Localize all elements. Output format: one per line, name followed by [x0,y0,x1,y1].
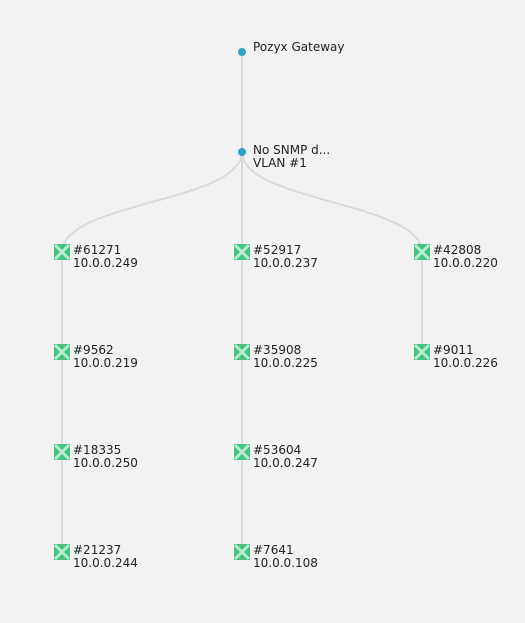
node-device-61271-subtitle: 10.0.0.249 [73,256,138,270]
node-device-9562-subtitle: 10.0.0.219 [73,356,138,370]
node-device-18335-title: #18335 [73,443,122,457]
node-device-52917-subtitle: 10.0.0.237 [253,256,318,270]
node-device-7641-title: #7641 [253,543,294,557]
gateway-node-icon[interactable] [238,48,246,56]
node-device-61271-title: #61271 [73,243,122,257]
node-device-42808-subtitle: 10.0.0.220 [433,256,498,270]
device-x-icon[interactable] [233,443,251,461]
device-x-icon[interactable] [413,343,431,361]
node-device-9562-title: #9562 [73,343,114,357]
node-device-9011-title: #9011 [433,343,474,357]
node-device-53604-subtitle: 10.0.0.247 [253,456,318,470]
node-device-7641-subtitle: 10.0.0.108 [253,556,318,570]
device-x-icon[interactable] [233,343,251,361]
node-device-35908-subtitle: 10.0.0.225 [253,356,318,370]
node-device-42808-title: #42808 [433,243,482,257]
node-device-52917-title: #52917 [253,243,302,257]
link-switch-col-2 [241,151,423,253]
device-x-icon[interactable] [233,543,251,561]
node-device-21237-subtitle: 10.0.0.244 [73,556,138,570]
node-switch-title: No SNMP d... [253,143,331,157]
node-device-21237-title: #21237 [73,543,122,557]
device-x-icon[interactable] [53,343,71,361]
node-device-35908-title: #35908 [253,343,302,357]
device-x-icon[interactable] [233,243,251,261]
node-switch-subtitle: VLAN #1 [253,156,307,170]
node-gateway[interactable]: Pozyx Gateway [253,41,344,54]
device-x-icon[interactable] [53,243,71,261]
switch-node-icon[interactable] [238,148,246,156]
node-device-18335-subtitle: 10.0.0.250 [73,456,138,470]
device-x-icon[interactable] [413,243,431,261]
node-device-9011-subtitle: 10.0.0.226 [433,356,498,370]
device-x-icon[interactable] [53,543,71,561]
device-x-icon[interactable] [53,443,71,461]
node-device-53604-title: #53604 [253,443,302,457]
link-switch-col-0 [61,151,243,253]
node-gateway-title: Pozyx Gateway [253,40,345,54]
node-switch[interactable]: No SNMP d...VLAN #1 [253,144,330,170]
